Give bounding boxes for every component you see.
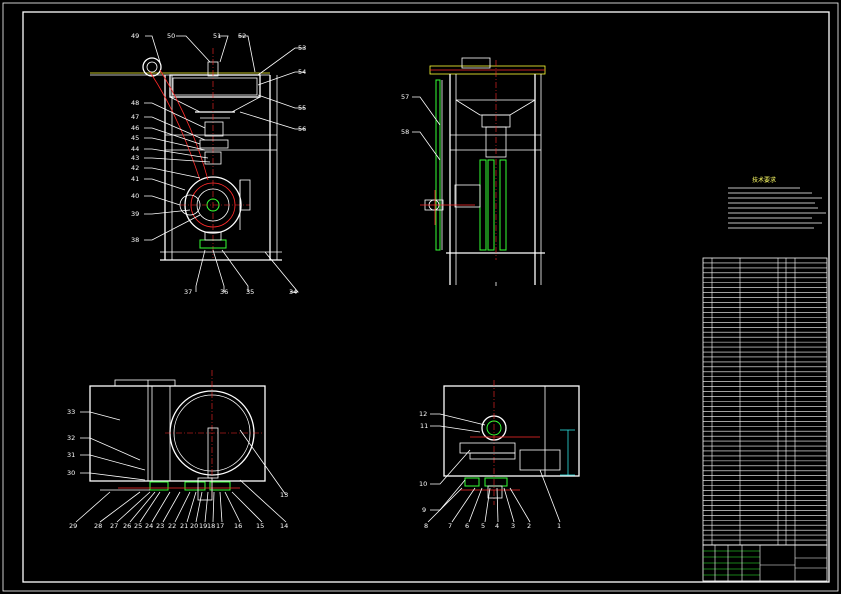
front-view <box>90 48 282 261</box>
callout-50: 50 <box>167 32 175 40</box>
callout-43: 43 <box>131 154 139 162</box>
callout-21: 21 <box>180 522 188 530</box>
callout-15: 15 <box>256 522 264 530</box>
callout-9: 9 <box>422 506 426 514</box>
title-block <box>702 544 828 582</box>
callout-48: 48 <box>131 99 139 107</box>
side-view <box>420 57 546 286</box>
side-view-callouts: 57 58 <box>401 93 441 161</box>
callout-17: 17 <box>216 522 224 530</box>
callout-10: 10 <box>419 480 427 488</box>
callout-16: 16 <box>234 522 242 530</box>
callout-55: 55 <box>298 104 306 112</box>
callout-44: 44 <box>131 145 139 153</box>
bottom-left-view <box>89 370 266 501</box>
callout-14: 14 <box>280 522 288 530</box>
callout-11: 11 <box>420 422 428 430</box>
callout-4: 4 <box>495 522 499 530</box>
bottom-left-callouts: 33 32 31 30 29 28 27 26 25 24 23 22 21 2… <box>67 408 288 530</box>
callout-24: 24 <box>145 522 153 530</box>
callout-18: 18 <box>207 522 215 530</box>
callout-29: 29 <box>69 522 77 530</box>
callout-51: 51 <box>213 32 221 40</box>
callout-7: 7 <box>448 522 452 530</box>
callout-46: 46 <box>131 124 139 132</box>
callout-54: 54 <box>298 68 306 76</box>
callout-53: 53 <box>298 44 306 52</box>
callout-39: 39 <box>131 210 139 218</box>
callout-36: 36 <box>220 288 228 296</box>
callout-38: 38 <box>131 236 139 244</box>
callout-1: 1 <box>557 522 561 530</box>
callout-42: 42 <box>131 164 139 172</box>
callout-2: 2 <box>527 522 531 530</box>
callout-22: 22 <box>168 522 176 530</box>
callout-33: 33 <box>67 408 75 416</box>
parts-list-table <box>702 257 828 546</box>
callout-57: 57 <box>401 93 409 101</box>
inner-border <box>22 11 830 583</box>
callout-5: 5 <box>481 522 485 530</box>
front-view-callouts: 49 50 51 52 53 54 55 56 48 47 46 45 44 4… <box>131 32 306 296</box>
callout-30: 30 <box>67 469 75 477</box>
tech-requirements-title: 技术要求 <box>752 176 776 184</box>
callout-32: 32 <box>67 434 75 442</box>
callout-20: 20 <box>190 522 198 530</box>
callout-12: 12 <box>419 410 427 418</box>
callout-47: 47 <box>131 113 139 121</box>
callout-26: 26 <box>123 522 131 530</box>
callout-34: 34 <box>289 288 297 296</box>
callout-56: 56 <box>298 125 306 133</box>
callout-8: 8 <box>424 522 428 530</box>
callout-6: 6 <box>465 522 469 530</box>
callout-23: 23 <box>156 522 164 530</box>
callout-27: 27 <box>110 522 118 530</box>
callout-45: 45 <box>131 134 139 142</box>
callout-40: 40 <box>131 192 139 200</box>
callout-41: 41 <box>131 175 139 183</box>
callout-37: 37 <box>184 288 192 296</box>
callout-3: 3 <box>511 522 515 530</box>
bottom-right-view <box>443 380 580 505</box>
callout-25: 25 <box>134 522 142 530</box>
bottom-right-callouts: 12 11 10 9 8 7 6 5 4 3 2 1 <box>419 410 561 530</box>
callout-28: 28 <box>94 522 102 530</box>
callout-35: 35 <box>246 288 254 296</box>
callout-58: 58 <box>401 128 409 136</box>
tech-requirements: 技术要求 <box>728 176 826 229</box>
callout-31: 31 <box>67 451 75 459</box>
callout-19: 19 <box>199 522 207 530</box>
callout-13: 13 <box>280 491 288 499</box>
callout-52: 52 <box>238 32 246 40</box>
callout-49: 49 <box>131 32 139 40</box>
